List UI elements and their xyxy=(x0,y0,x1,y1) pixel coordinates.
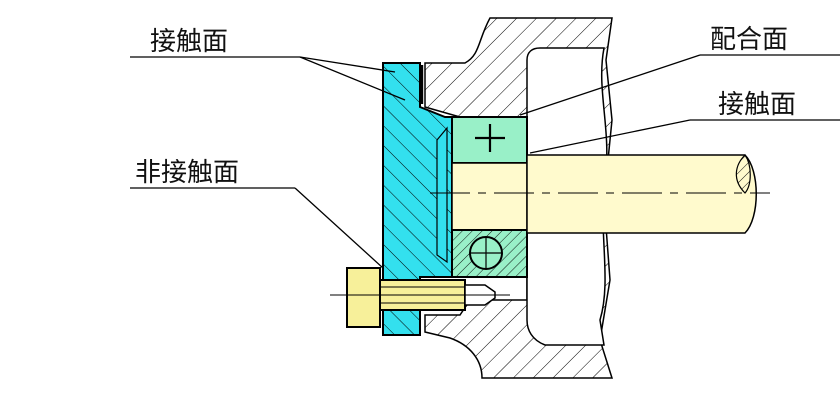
label-fit-surface: 配合面 xyxy=(710,25,788,55)
bolt xyxy=(330,267,510,328)
label-contact-surface-top: 接触面 xyxy=(150,27,228,57)
bearing xyxy=(451,116,528,278)
leader-lines xyxy=(130,54,840,269)
label-contact-surface-right: 接触面 xyxy=(718,90,796,120)
label-non-contact-surface: 非接触面 xyxy=(135,158,239,188)
shaft xyxy=(430,154,770,234)
bearing-cover xyxy=(382,62,453,336)
